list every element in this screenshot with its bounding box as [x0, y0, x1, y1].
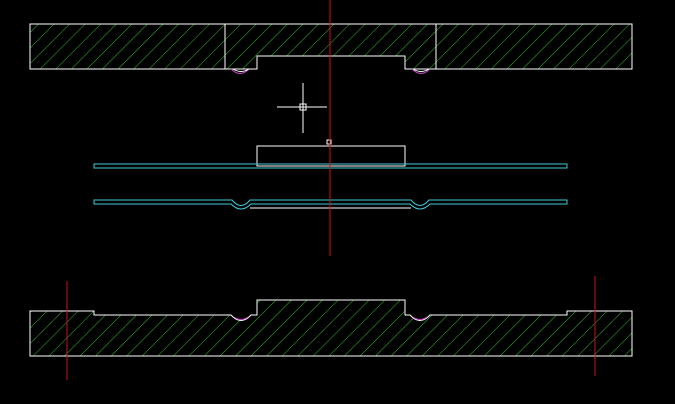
lower-die-plate — [29, 299, 633, 357]
upper-right-fillet — [411, 68, 431, 74]
upper-die[interactable] — [29, 23, 633, 74]
upper-right-fillet-outline — [412, 68, 430, 72]
lower-left-fillet — [233, 316, 249, 320]
lower-right-fillet — [412, 316, 428, 320]
punch-block — [256, 145, 406, 167]
upper-die-right-plate — [435, 23, 633, 70]
formed-sheet-outline — [93, 199, 568, 210]
upper-die-left-plate — [29, 23, 226, 70]
center-point-marker — [326, 139, 332, 145]
crosshair-cursor-icon — [277, 83, 327, 133]
lower-die[interactable] — [29, 299, 633, 357]
upper-left-fillet-outline — [232, 68, 250, 72]
